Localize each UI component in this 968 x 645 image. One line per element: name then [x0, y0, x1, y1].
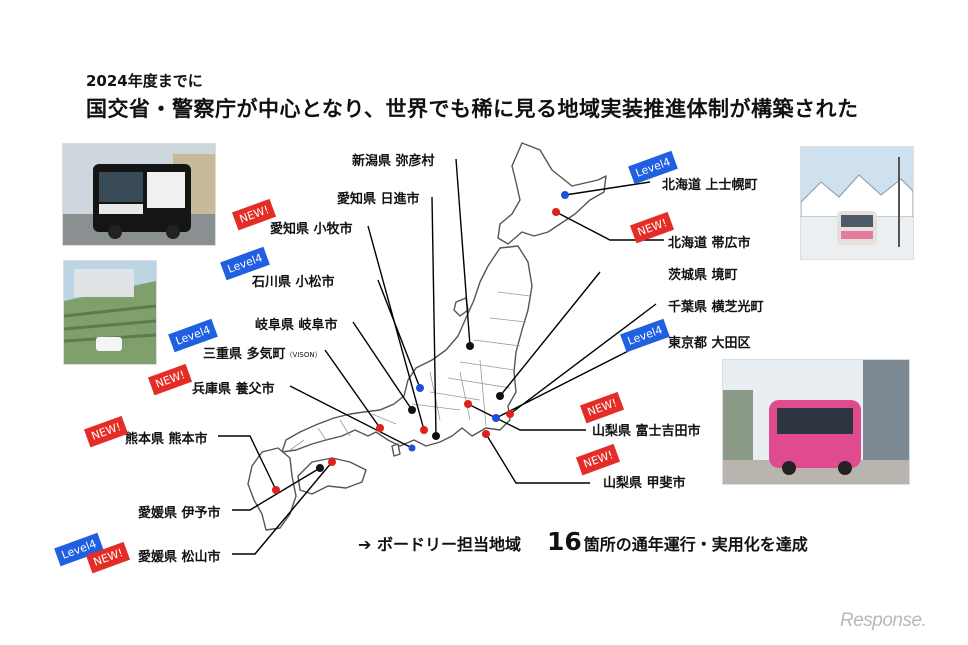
map-marker [464, 400, 472, 408]
leader-line [289, 385, 413, 449]
location-label-tokyo-ota: 東京都 大田区 [668, 336, 751, 351]
location-label-ehime-iyo: 愛媛県 伊予市 [138, 506, 221, 521]
page-title: 国交省・警察庁が中心となり、世界でも稀に見る地域実装推進体制が構築された [86, 97, 859, 121]
leader-line [509, 303, 657, 415]
map-marker [432, 432, 440, 440]
kyushu-shape [247, 447, 297, 531]
map-marker [328, 458, 336, 466]
location-label-kumamoto: 熊本県 熊本市 [125, 432, 208, 447]
location-note: （VISON） [285, 351, 322, 359]
map-marker [376, 424, 384, 432]
map-marker [420, 426, 428, 434]
map-marker [496, 392, 504, 400]
subtitle: 2024年度までに [86, 72, 203, 90]
leader-line [352, 321, 413, 411]
map-marker [561, 191, 569, 199]
leader-line [431, 196, 437, 437]
location-name: 三重県 多気町 [203, 347, 286, 362]
map-marker [552, 208, 560, 216]
location-label-chiba-yokoshibahikari: 千葉県 横芝光町 [668, 300, 764, 315]
summary-prefix: ➔ ボードリー担当地域 [358, 535, 521, 554]
response-logo: Response. [840, 610, 927, 631]
location-label-yamanashi-kofu: 山梨県 甲斐市 [603, 476, 686, 491]
map-marker [466, 342, 474, 350]
bus-photo-bottom-right [722, 359, 910, 485]
map-marker [506, 410, 514, 418]
location-label-aichi-nisshin: 愛知県 日進市 [337, 192, 420, 207]
hokkaido-shape [497, 142, 607, 245]
location-label-mie-taki: 三重県 多気町（VISON） [203, 343, 322, 362]
map-marker [408, 444, 416, 452]
location-label-yamanashi-fujiyoshida: 山梨県 富士吉田市 [592, 424, 701, 439]
leader-line [564, 181, 651, 196]
leader-line [232, 467, 321, 511]
summary-count: 16 [546, 527, 582, 556]
bus-photo-top-right [800, 146, 914, 260]
sado-island-shape [453, 297, 469, 317]
leader-line [218, 435, 277, 491]
bus-photo-top-left [62, 143, 216, 246]
terrace-photo-left [63, 260, 157, 365]
leader-line [485, 433, 590, 484]
map-marker [416, 384, 424, 392]
location-label-niigata-yahiko: 新潟県 弥彦村 [352, 154, 435, 169]
leader-line [232, 461, 333, 555]
map-marker [492, 414, 500, 422]
summary-suffix: 箇所の通年運行・実用化を達成 [583, 535, 808, 554]
leader-line [495, 339, 651, 419]
map-marker [272, 486, 280, 494]
leader-lines [218, 158, 664, 555]
shikoku-shape [297, 457, 367, 495]
map-marker [482, 430, 490, 438]
location-label-hokkaido-kamishihoro: 北海道 上士幌町 [662, 178, 758, 193]
leader-line [455, 158, 471, 347]
location-label-aichi-komaki: 愛知県 小牧市 [270, 222, 353, 237]
location-label-hyogo-yabu: 兵庫県 養父市 [192, 382, 275, 397]
awaji-island-shape [391, 443, 401, 457]
leader-line [377, 279, 421, 389]
location-label-ishikawa-komatsu: 石川県 小松市 [252, 275, 335, 290]
leader-line [555, 211, 664, 241]
leader-line [499, 271, 601, 397]
leader-line [467, 403, 586, 431]
map-marker [316, 464, 324, 472]
location-label-ehime-matsuyama: 愛媛県 松山市 [138, 550, 221, 565]
location-label-hokkaido-obihiro: 北海道 帯広市 [668, 236, 751, 251]
location-label-ibaraki-sakai: 茨城県 境町 [668, 268, 738, 283]
leader-line [324, 349, 381, 429]
map-marker [408, 406, 416, 414]
location-label-gifu-gifu: 岐阜県 岐阜市 [255, 318, 338, 333]
